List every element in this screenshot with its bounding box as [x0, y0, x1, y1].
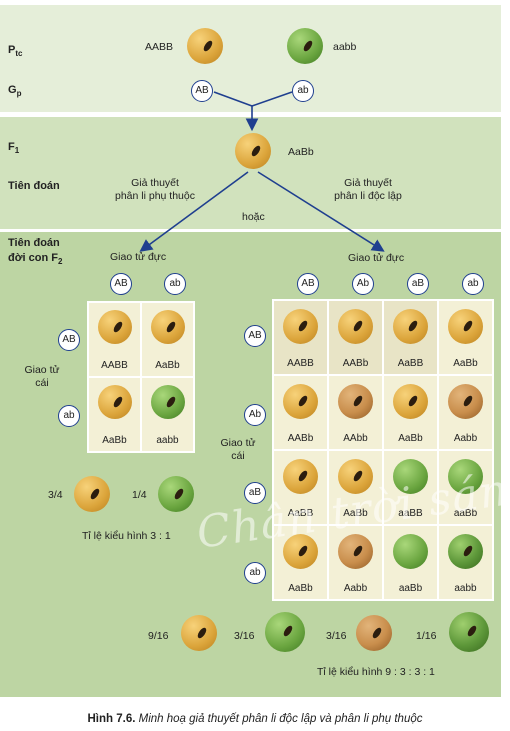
right-cell: Aabb: [329, 526, 382, 599]
green-seed-icon: [393, 459, 428, 494]
yellow-seed-icon: [98, 385, 132, 419]
right-cell: AABB: [274, 301, 327, 374]
left-cell: AaBb: [89, 378, 140, 451]
right-cell: AABb: [329, 301, 382, 374]
left-cell: aabb: [142, 378, 193, 451]
green-seed-icon: [393, 534, 428, 569]
f1-yellow-seed-icon: [235, 133, 271, 169]
gamete-ab-dominant: AB: [191, 80, 213, 102]
right-col-gamete-1: AB: [297, 273, 319, 295]
wrinkled-seed-icon: [338, 384, 373, 419]
parent-genotype-aabb-recessive: aabb: [333, 41, 357, 53]
left-row-gamete-2: ab: [58, 405, 80, 427]
right-cell: AAbb: [329, 376, 382, 449]
parent-genotype-aabb-dominant: AABB: [145, 41, 174, 53]
right-cell: aaBB: [384, 451, 437, 524]
right-col-gamete-4: ab: [462, 273, 484, 295]
wrinkled-green-seed-icon: [448, 534, 483, 569]
right-cell: aaBb: [384, 526, 437, 599]
right-phenotype-ratio: Tỉ lệ kiểu hình 9 : 3 : 3 : 1: [317, 666, 435, 678]
wrinkled-seed-icon: [356, 615, 392, 651]
yellow-seed-icon: [187, 28, 223, 64]
right-cell: AaBb: [274, 526, 327, 599]
right-row-gamete-3: aB: [244, 482, 266, 504]
wrinkled-green-seed-icon: [449, 612, 489, 652]
right-male-gamete-label: Giao tử đực: [348, 252, 405, 264]
green-seed-icon: [448, 459, 483, 494]
yellow-seed-icon: [98, 310, 132, 344]
left-punnett-square: AABB AaBb AaBb aabb: [87, 301, 195, 453]
left-ratio-3-4: 3/4: [48, 489, 63, 501]
right-cell: Aabb: [439, 376, 492, 449]
wrinkled-seed-icon: [338, 534, 373, 569]
green-seed-icon: [158, 476, 194, 512]
yellow-seed-icon: [151, 310, 185, 344]
left-phenotype-ratio: Tỉ lệ kiểu hình 3 : 1: [82, 530, 171, 542]
yellow-seed-icon: [338, 459, 373, 494]
yellow-seed-icon: [283, 459, 318, 494]
right-cell: AaBb: [329, 451, 382, 524]
right-row-gamete-2: Ab: [244, 404, 266, 426]
right-col-gamete-3: aB: [407, 273, 429, 295]
yellow-seed-icon: [338, 309, 373, 344]
ratio-9-16: 9/16: [148, 630, 169, 642]
right-cell: AaBB: [384, 301, 437, 374]
right-cell: AaBB: [274, 451, 327, 524]
f1-genotype: AaBb: [288, 146, 314, 158]
yellow-seed-icon: [393, 309, 428, 344]
right-row-gamete-1: AB: [244, 325, 266, 347]
green-seed-icon: [151, 385, 185, 419]
or-label: hoặc: [242, 211, 265, 223]
right-punnett-square: AABB AABb AaBB AaBb AABb AAbb AaBb Aabb …: [272, 299, 494, 601]
ratio-3-16-b: 3/16: [326, 630, 347, 642]
gamete-ab-recessive: ab: [292, 80, 314, 102]
yellow-seed-icon: [74, 476, 110, 512]
yellow-seed-icon: [448, 309, 483, 344]
yellow-seed-icon: [181, 615, 217, 651]
left-male-gamete-label: Giao tử đực: [110, 251, 167, 263]
ptc-label: Ptc: [8, 44, 23, 59]
yellow-seed-icon: [393, 384, 428, 419]
green-seed-icon: [265, 612, 305, 652]
ratio-1-16: 1/16: [416, 630, 437, 642]
yellow-seed-icon: [283, 534, 318, 569]
left-cell: AaBb: [142, 303, 193, 376]
f1-label: F1: [8, 141, 20, 156]
left-cell: AABB: [89, 303, 140, 376]
prediction-label: Tiên đoán: [8, 180, 60, 192]
parent-generation-band: [0, 5, 501, 112]
yellow-seed-icon: [283, 384, 318, 419]
right-cell: aabb: [439, 526, 492, 599]
right-row-gamete-4: ab: [244, 562, 266, 584]
ratio-3-16-a: 3/16: [234, 630, 255, 642]
gp-label: Gp: [8, 84, 22, 99]
left-row-gamete-1: AB: [58, 329, 80, 351]
wrinkled-seed-icon: [448, 384, 483, 419]
right-cell: AaBb: [439, 301, 492, 374]
right-cell: AABb: [274, 376, 327, 449]
right-cell: AaBb: [384, 376, 437, 449]
left-col-gamete-1: AB: [110, 273, 132, 295]
left-ratio-1-4: 1/4: [132, 489, 147, 501]
right-cell: aaBb: [439, 451, 492, 524]
figure-caption: Hình 7.6. Minh hoạ giả thuyết phân li độ…: [87, 713, 423, 725]
left-col-gamete-2: ab: [164, 273, 186, 295]
green-seed-icon: [287, 28, 323, 64]
right-col-gamete-2: Ab: [352, 273, 374, 295]
yellow-seed-icon: [283, 309, 318, 344]
